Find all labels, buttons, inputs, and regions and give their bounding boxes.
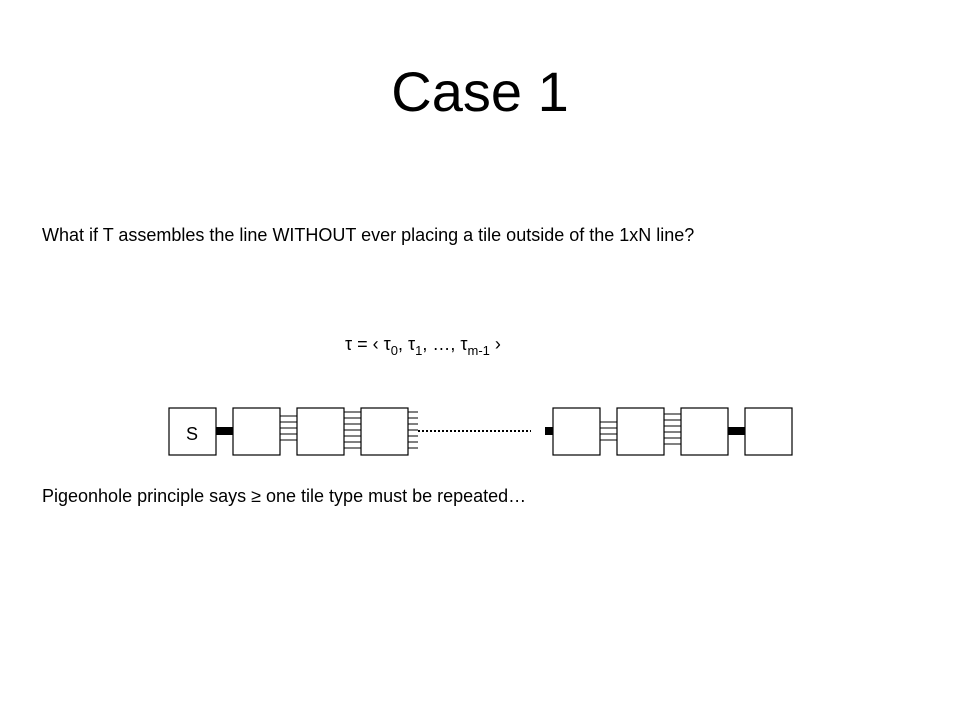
strong-glue	[545, 427, 553, 435]
tau-1-subscript: 1	[415, 343, 423, 358]
formula-lhs: τ = ‹	[345, 334, 384, 354]
seed-tile	[168, 407, 217, 456]
pigeonhole-note: Pigeonhole principle says ≥ one tile typ…	[42, 486, 527, 506]
seed-tile-label: S	[186, 424, 198, 444]
multi-strength-glue	[664, 413, 681, 445]
separator-2: , …,	[422, 334, 461, 354]
question-text: What if T assembles the line WITHOUT eve…	[42, 225, 695, 245]
multi-strength-glue	[280, 415, 297, 441]
tile	[360, 407, 409, 456]
strong-glue	[216, 427, 233, 435]
tile	[296, 407, 345, 456]
tau-0: τ	[383, 334, 391, 354]
multi-strength-glue	[600, 421, 617, 441]
tau-m-1-subscript: m-1	[467, 343, 490, 358]
formula-close: ›	[489, 334, 501, 354]
tile	[680, 407, 729, 456]
separator-1: ,	[397, 334, 408, 354]
tile-sequence-formula: τ = ‹ τ0, τ1, …, τm-1 ›	[345, 330, 645, 358]
multi-strength-glue	[344, 411, 361, 449]
multi-strength-glue	[408, 411, 418, 449]
strong-glue	[728, 427, 745, 435]
tile	[616, 407, 665, 456]
tile	[744, 407, 793, 456]
tau-m-1: τ	[460, 334, 468, 354]
tile	[232, 407, 281, 456]
tau-1: τ	[408, 334, 416, 354]
slide-title: Case 1	[391, 60, 569, 123]
tau-0-subscript: 0	[390, 343, 398, 358]
tile	[552, 407, 601, 456]
